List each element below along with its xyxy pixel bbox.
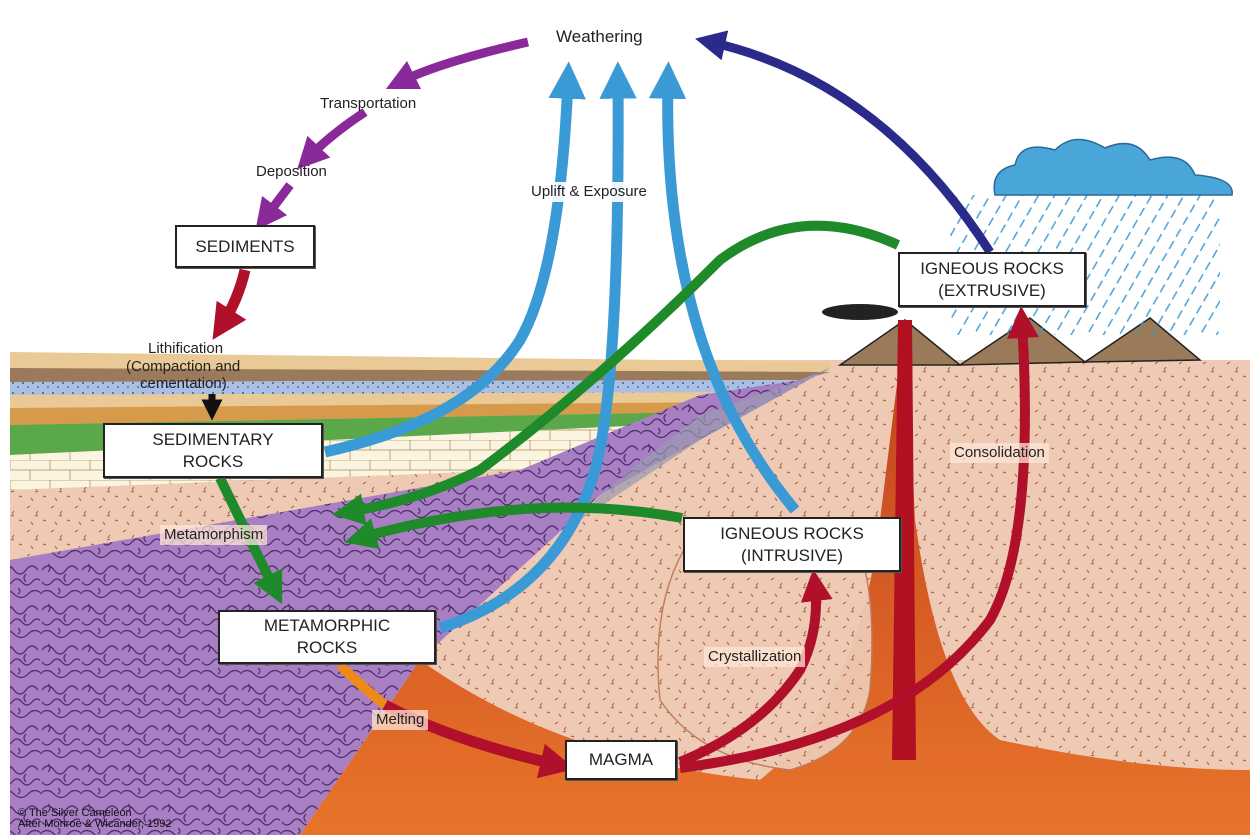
box-sedimentary-rocks: SEDIMENTARY ROCKS (103, 423, 323, 478)
arrow-intrusive-metamorphism (344, 502, 683, 550)
box-sediments: SEDIMENTS (175, 225, 315, 268)
box-sediments-label: SEDIMENTS (195, 236, 295, 256)
credit-line2: After Monroe & Wicander, 1992 (18, 818, 172, 830)
label-lithification-detail-1: (Compaction and (126, 358, 241, 375)
arrow-deposition (297, 108, 368, 170)
metamorphic-region (10, 368, 830, 835)
box-igneous-intrusive-line1: IGNEOUS ROCKS (720, 523, 864, 543)
arrow-lithification (212, 268, 251, 340)
label-melting: Melting (372, 710, 429, 730)
label-lithification: Lithification (148, 340, 224, 357)
credit: © The Silver Cameleon After Monroe & Wic… (18, 808, 171, 830)
box-igneous-extrusive-line1: IGNEOUS ROCKS (920, 258, 1064, 278)
arrow-to-sediments (255, 182, 294, 231)
box-metamorphic-rocks: METAMORPHIC ROCKS (218, 610, 436, 664)
box-igneous-extrusive-line2: (EXTRUSIVE) (938, 280, 1046, 300)
arrow-extrusive-metamorphism (332, 220, 901, 526)
box-sedimentary-rocks-line2: ROCKS (182, 451, 244, 471)
volcanic-smoke (822, 304, 898, 320)
box-igneous-intrusive: IGNEOUS ROCKS (INTRUSIVE) (683, 517, 901, 572)
arrow-uplift-intrusive (648, 61, 800, 514)
box-magma: MAGMA (565, 740, 677, 780)
label-uplift-exposure: Uplift & Exposure (528, 182, 650, 202)
box-igneous-intrusive-line2: (INTRUSIVE) (741, 545, 843, 565)
label-weathering: Weathering (556, 27, 643, 46)
box-metamorphic-rocks-line1: METAMORPHIC (263, 616, 391, 635)
arrow-crystallization (678, 569, 833, 767)
box-sedimentary-rocks-line1: SEDIMENTARY (152, 429, 274, 449)
label-lithification-detail-2: cementation) (140, 375, 227, 392)
label-consolidation: Consolidation (950, 443, 1049, 463)
volcanic-conduit (892, 320, 916, 760)
label-deposition: Deposition (256, 163, 327, 180)
label-transportation: Transportation (320, 95, 417, 112)
box-metamorphic-rocks-line2: ROCKS (296, 638, 358, 657)
arrow-melting-top (336, 661, 389, 709)
arrow-extrusive-weathering (695, 30, 994, 255)
arrow-uplift-metamorphic (438, 61, 637, 634)
arrow-transportation (385, 37, 529, 90)
credit-line1: © The Silver Cameleon (18, 807, 132, 819)
box-magma-label: MAGMA (588, 750, 654, 769)
box-igneous-extrusive: IGNEOUS ROCKS (EXTRUSIVE) (898, 252, 1086, 307)
label-crystallization: Crystallization (704, 647, 806, 667)
label-metamorphism: Metamorphism (160, 525, 268, 545)
magma-body (300, 320, 1250, 835)
